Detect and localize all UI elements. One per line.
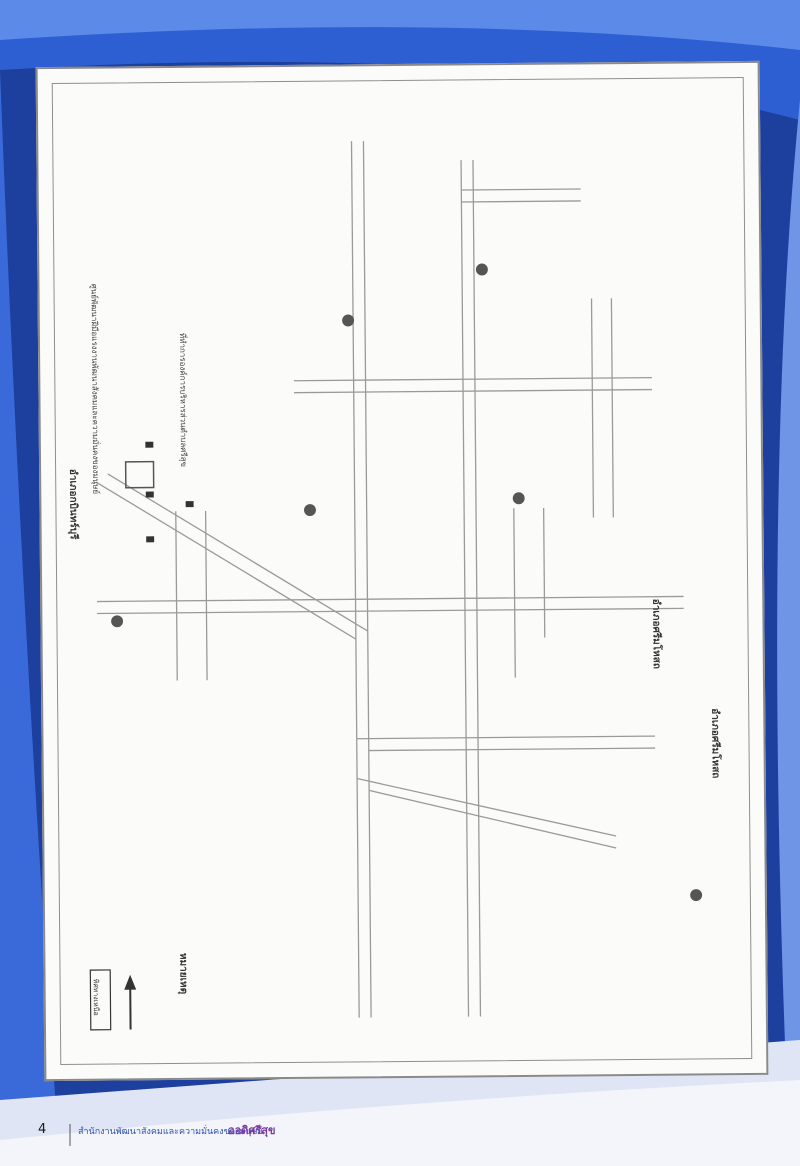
road-right xyxy=(460,160,470,1017)
label-center-2: ที่ทำการองค์การบริหารส่วนตำบลศรีสุข xyxy=(177,332,189,467)
road-top xyxy=(97,595,684,603)
legend-box-label: ทิศทางเหนือ xyxy=(91,978,100,1016)
road-block-2 xyxy=(204,510,208,681)
road-block-4 xyxy=(542,508,546,638)
label-sa-kaeo-top: อำเภอศรีมโหสถ xyxy=(650,598,662,669)
temple-icon-1 xyxy=(111,615,124,628)
flag-icon-1 xyxy=(145,441,154,448)
footer-bar xyxy=(69,1124,71,1146)
temple-icon-5 xyxy=(512,492,525,505)
road-block-3 xyxy=(513,508,516,678)
temple-icon-4 xyxy=(475,263,488,276)
map-frame: อำเภอกบินทร์บุรี ศูนย์พัฒนาฝีมือแรงงานพั… xyxy=(51,76,753,1066)
road-cross-3 xyxy=(461,188,581,191)
north-arrow-icon xyxy=(124,974,137,1030)
temple-icon-6 xyxy=(690,889,703,902)
road-cross-6 xyxy=(368,747,656,752)
map-page: อำเภอกบินทร์บุรี ศูนย์พัฒนาฝีมือแรงงานพั… xyxy=(35,60,769,1082)
highway-marker xyxy=(124,460,155,489)
road-diag-2 xyxy=(107,473,369,632)
road-block-1 xyxy=(175,511,178,681)
flag-icon-3 xyxy=(146,536,155,543)
flag-icon-2 xyxy=(145,491,154,498)
road-top-2 xyxy=(97,607,684,615)
flag-icon-4 xyxy=(185,501,194,508)
footer-brand: ออดิศรีสุข xyxy=(228,1124,276,1137)
temple-icon-2 xyxy=(304,504,316,517)
route-map xyxy=(89,141,703,1031)
label-center-1: ศูนย์พัฒนาฝีมือแรงงานพัฒนาสังคมและความมั… xyxy=(89,283,101,495)
road-cross-4 xyxy=(461,200,581,203)
road-cross-2 xyxy=(294,388,652,394)
road-cross-5 xyxy=(356,735,655,740)
road-right-2 xyxy=(472,160,482,1017)
legend-heading: หมายเหตุ xyxy=(177,952,189,995)
main-road-2 xyxy=(362,141,372,1018)
road-lower xyxy=(356,777,617,837)
road-cross-1 xyxy=(293,376,652,382)
road-block-6 xyxy=(610,298,614,518)
road-diag xyxy=(95,481,357,640)
legend-box xyxy=(89,969,112,1031)
main-road xyxy=(350,141,360,1018)
label-kabin-buri: อำเภอกบินทร์บุรี xyxy=(67,468,79,540)
road-block-5 xyxy=(590,298,595,518)
road-lower-2 xyxy=(368,789,617,849)
footer-text: สำนักงานพัฒนาสังคมและความมั่นคงของมนุษย์ xyxy=(78,1127,263,1137)
temple-icon-3 xyxy=(342,314,355,327)
label-sa-kaeo-bottom: อำเภอศรีมโหสถ xyxy=(709,708,721,779)
page-number: 4 xyxy=(38,1122,47,1137)
